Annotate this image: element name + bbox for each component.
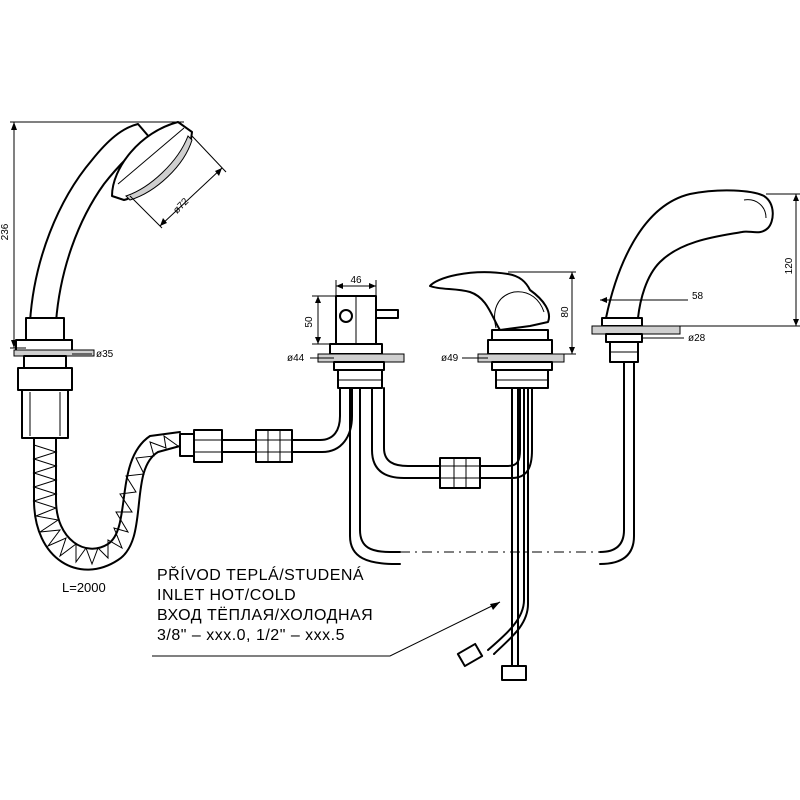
shower-hose: L=2000	[32, 387, 353, 595]
hose-nut-1	[179, 433, 195, 457]
dim-label-28: ø28	[688, 333, 706, 344]
mixer	[429, 271, 565, 681]
dim-80: 80	[508, 271, 576, 355]
inlet-nut-1	[501, 665, 527, 681]
diverter-pin-head	[339, 309, 353, 323]
inlet-leader-line	[152, 601, 501, 657]
mixer-rosette	[487, 339, 553, 355]
dim-120: 120	[680, 193, 800, 327]
dim-49: ø49	[441, 353, 488, 364]
inlet-note: PŘÍVOD TEPLÁ/STUDENÁ INLET HOT/COLD ВХОД…	[152, 565, 501, 657]
dim-label-46: 46	[350, 275, 362, 286]
inlet-note-line3: ВХОД ТЁПЛАЯ/ХОЛОДНАЯ	[157, 606, 373, 624]
spout-body	[605, 189, 774, 319]
dim-58: 58	[600, 291, 704, 303]
shower-head-nozzles	[125, 135, 193, 201]
dim-label-236: 236	[0, 223, 11, 240]
diverter-nut-1	[333, 361, 385, 371]
dim-label-80: 80	[560, 306, 571, 318]
dim-46: 46	[335, 275, 377, 296]
deck-section-mixer	[477, 353, 565, 363]
spout-nut-1	[605, 333, 643, 343]
mixer-cap	[491, 329, 549, 341]
inlet-note-line1: PŘÍVOD TEPLÁ/STUDENÁ	[157, 565, 364, 584]
dim-50: 50	[304, 295, 336, 345]
dim-35: ø35	[72, 349, 114, 360]
shower-holder-nut	[23, 355, 67, 369]
dim-label-58: 58	[692, 291, 704, 302]
inlet-nut-2	[456, 642, 484, 668]
hand-shower	[13, 121, 193, 439]
dim-28: ø28	[642, 333, 706, 344]
spout	[591, 189, 774, 565]
diverter	[317, 295, 533, 565]
dim-label-50: 50	[304, 316, 315, 328]
dim-label-49: ø49	[441, 353, 459, 364]
diverter-pipe-nut	[255, 429, 293, 463]
inlet-note-line4: 3/8" – xxx.0, 1/2" – xxx.5	[157, 627, 345, 644]
dim-label-35: ø35	[96, 349, 114, 360]
spout-base	[601, 317, 643, 327]
hose-braid	[32, 434, 179, 566]
deck-section-spout	[591, 325, 681, 335]
diverter-nut-2	[337, 369, 383, 389]
shower-holder-nut-2	[17, 367, 73, 391]
shower-holder-top	[25, 317, 65, 341]
inlet-note-line2: INLET HOT/COLD	[157, 587, 296, 604]
dim-label-44: ø44	[287, 353, 305, 364]
diverter-rosette	[329, 343, 383, 355]
dim-236: 236	[0, 121, 184, 349]
diverter-lever	[375, 309, 399, 319]
hose-length-label: L=2000	[62, 580, 106, 595]
dim-label-120: 120	[784, 257, 795, 274]
mixer-connector-nut	[439, 457, 481, 489]
dim-44: ø44	[287, 353, 334, 364]
shower-holder-body	[21, 389, 69, 439]
mixer-nut-2	[495, 369, 549, 389]
mixer-nut-1	[491, 361, 553, 371]
mixer-lever	[429, 271, 550, 331]
hose-nut-2	[193, 429, 223, 463]
